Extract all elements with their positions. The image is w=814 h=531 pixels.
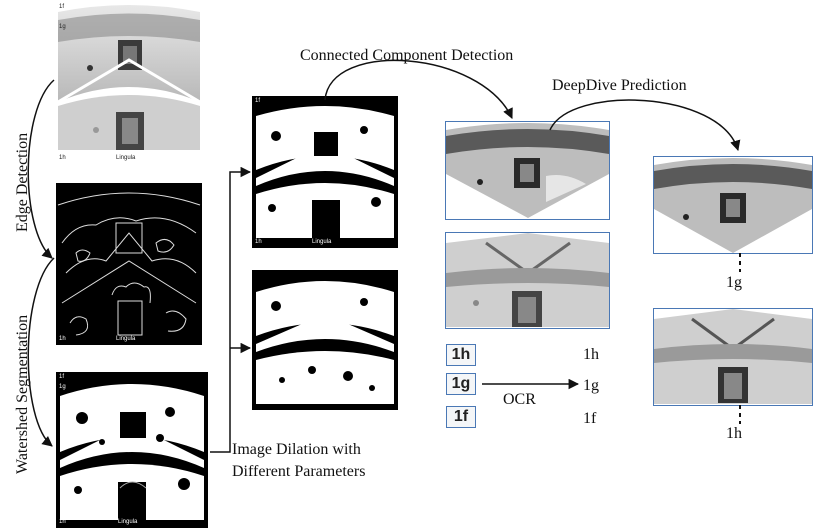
lingula-label: Lingula: [116, 336, 136, 342]
label-1g: 1g: [59, 24, 66, 30]
lingula-label: Lingula: [118, 519, 138, 525]
prediction-image-lower: [653, 308, 813, 406]
label-1h: 1h: [255, 239, 262, 245]
deepdive-prediction-arrow: [549, 99, 741, 152]
label-1f: 1f: [255, 98, 261, 104]
watershed-arrow: [27, 257, 55, 447]
lingula-label: Lingula: [312, 239, 332, 245]
dilated-image-1: 1f 1h Lingula: [252, 96, 398, 248]
component-image-lower: [445, 232, 610, 329]
edge-detection-image: 1h Lingula: [56, 183, 202, 345]
ocr-result-1h: 1h: [583, 346, 599, 363]
prediction-label-lower: 1h: [726, 425, 742, 442]
component-image-upper: [445, 121, 610, 220]
prediction-image-upper: [653, 156, 813, 254]
label-1h: 1h: [59, 519, 66, 525]
connected-component-detection-label: Connected Component Detection: [300, 47, 514, 64]
lingula-label: Lingula: [116, 155, 136, 161]
ocr-label: OCR: [503, 391, 536, 408]
ocr-result-1g: 1g: [583, 377, 599, 394]
prediction-label-upper: 1g: [726, 274, 742, 291]
dilated-image-2: [252, 270, 398, 410]
label-1g: 1g: [59, 384, 66, 390]
original-image: 1f 1g 1h Lingula: [56, 2, 202, 164]
label-1h: 1h: [59, 336, 66, 342]
label-1f: 1f: [59, 4, 65, 10]
watershed-segmentation-image: 1f 1g 1h Lingula: [56, 372, 208, 528]
image-dilation-label-2: Different Parameters: [232, 463, 366, 480]
label-1h: 1h: [59, 155, 66, 161]
deepdive-prediction-label: DeepDive Prediction: [552, 77, 687, 94]
ocr-crop-1h: 1h: [446, 344, 476, 366]
label-1f: 1f: [59, 374, 65, 380]
image-dilation-label-1: Image Dilation with: [232, 441, 361, 458]
dilation-split: [210, 166, 252, 453]
ocr-crop-1g: 1g: [446, 373, 476, 395]
ocr-crop-1f: 1f: [446, 406, 476, 428]
connected-component-arrow: [324, 59, 513, 119]
edge-detection-arrow: [27, 79, 55, 259]
ocr-result-1f: 1f: [583, 410, 597, 427]
